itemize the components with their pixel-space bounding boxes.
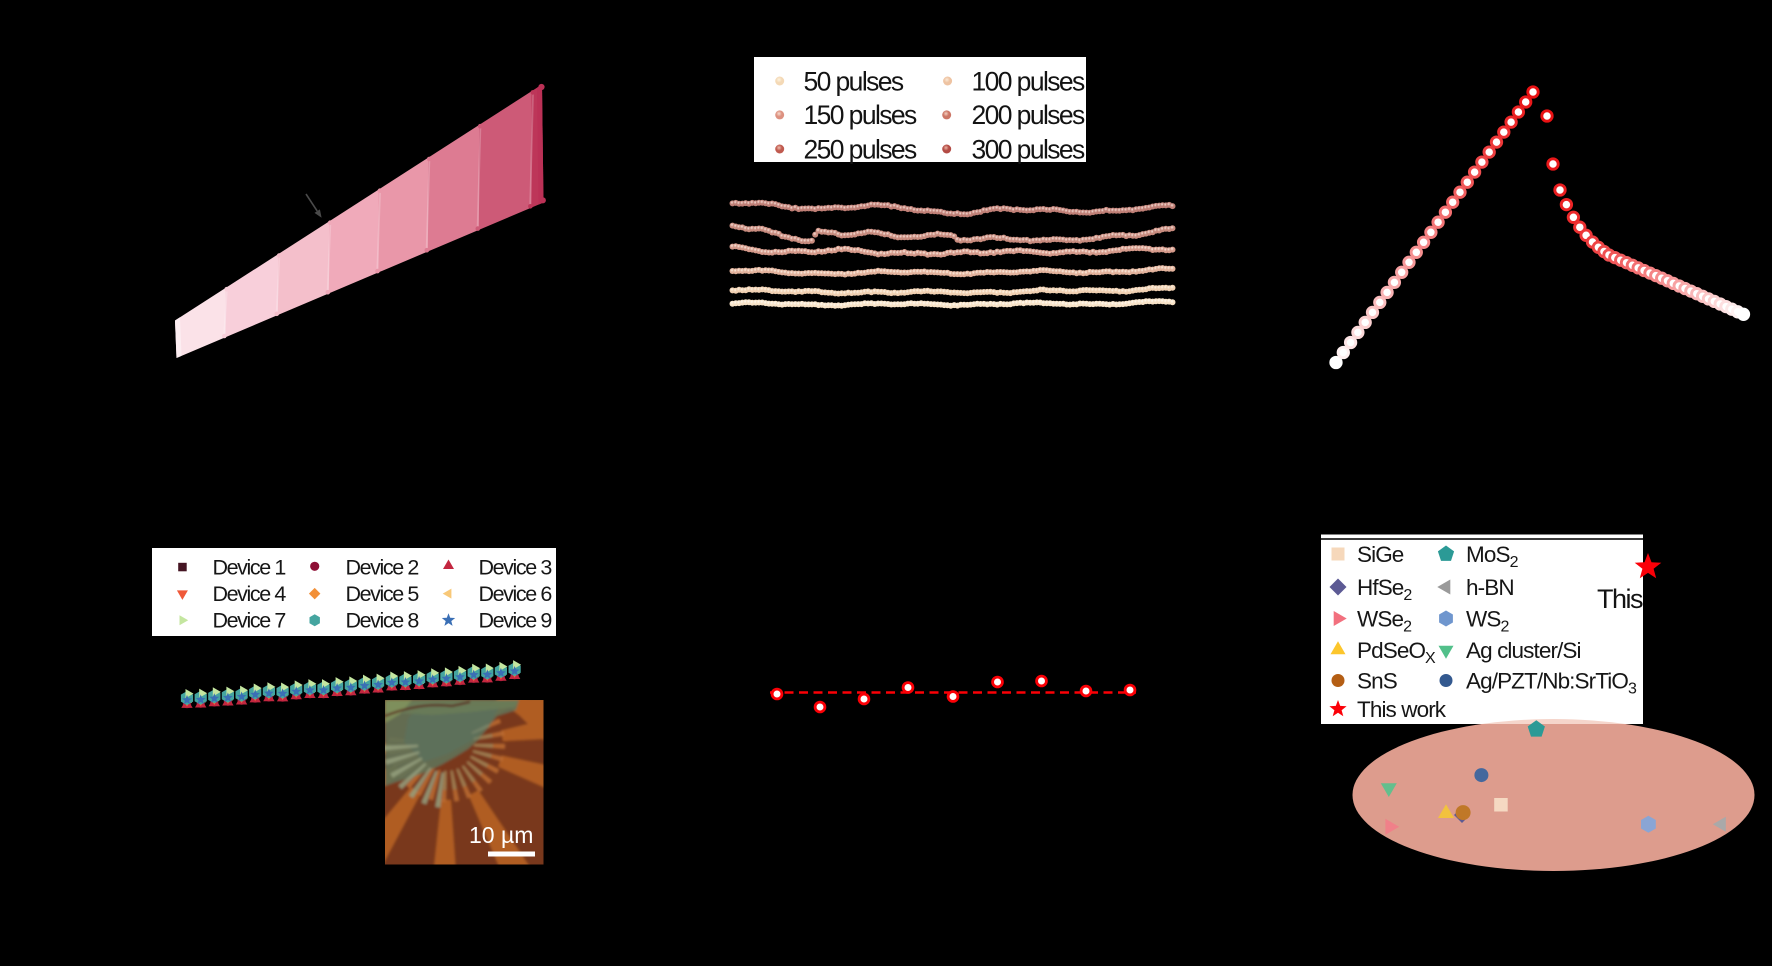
svg-text:WSe2: WSe2 — [1357, 606, 1412, 635]
svg-text:Device 1: Device 1 — [213, 555, 286, 579]
svg-text:Ag/PZT/Nb:SrTiO3: Ag/PZT/Nb:SrTiO3 — [1466, 668, 1637, 697]
svg-text:Device 9: Device 9 — [479, 609, 552, 633]
svg-text:50 pulses: 50 pulses — [804, 66, 904, 96]
svg-text:Device 2: Device 2 — [346, 555, 419, 579]
svg-text:This work: This work — [1597, 584, 1701, 614]
svg-text:Device 3: Device 3 — [479, 555, 553, 579]
svg-text:Device 7: Device 7 — [213, 609, 286, 633]
svg-text:Device 4: Device 4 — [213, 582, 287, 606]
svg-text:This work: This work — [1357, 697, 1447, 722]
svg-text:SnS: SnS — [1357, 668, 1397, 693]
svg-text:Ag cluster/Si: Ag cluster/Si — [1466, 638, 1581, 663]
svg-text:HfSe2: HfSe2 — [1357, 575, 1412, 604]
svg-text:Device 6: Device 6 — [479, 582, 553, 606]
svg-text:250 pulses: 250 pulses — [804, 134, 918, 164]
svg-text:PdSeOX: PdSeOX — [1357, 638, 1436, 667]
svg-text:200 pulses: 200 pulses — [972, 100, 1086, 130]
svg-text:Device 8: Device 8 — [346, 609, 420, 633]
svg-text:300 pulses: 300 pulses — [972, 134, 1086, 164]
svg-text:Device 5: Device 5 — [346, 582, 420, 606]
svg-text:SiGe: SiGe — [1357, 542, 1404, 567]
svg-text:100 pulses: 100 pulses — [972, 66, 1086, 96]
svg-text:h-BN: h-BN — [1466, 575, 1514, 600]
svg-text:150 pulses: 150 pulses — [804, 100, 918, 130]
svg-text:10 µm: 10 µm — [469, 822, 533, 848]
